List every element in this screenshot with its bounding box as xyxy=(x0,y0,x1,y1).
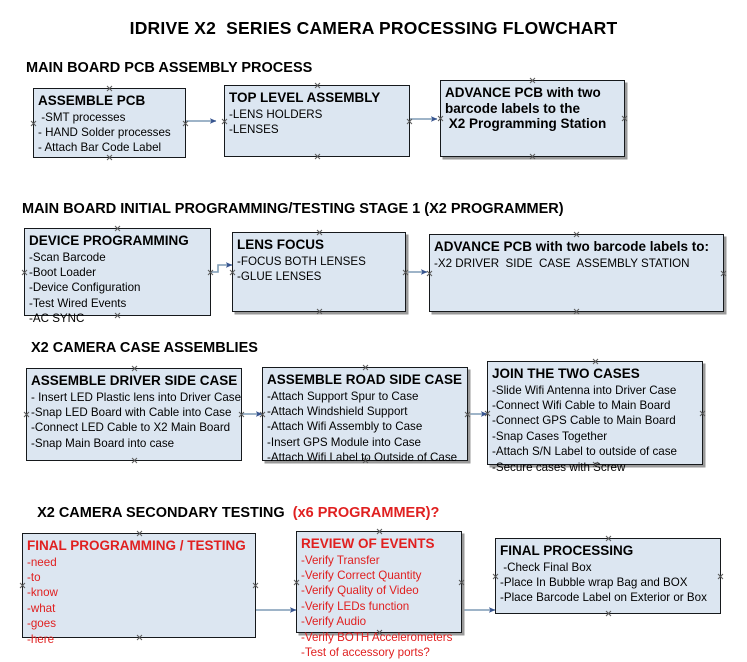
node-line: -Attach Windshield Support xyxy=(267,404,408,418)
section-heading-main-board-pcb-assembly-process: MAIN BOARD PCB ASSEMBLY PROCESS xyxy=(26,60,313,76)
node-title: REVIEW OF EVENTS xyxy=(301,536,435,551)
node-line: -Attach Wifi Label to Outside of Case xyxy=(267,451,458,465)
node-join-the-two-cases[interactable]: JOIN THE TWO CASES -Slide Wifi Antenna i… xyxy=(487,361,703,474)
node-lines: -Verify Transfer -Verify Correct Quantit… xyxy=(301,553,458,661)
node-line: -Connect Wifi Cable to Main Board xyxy=(492,398,671,412)
node-title: TOP LEVEL ASSEMBLY xyxy=(229,90,381,105)
node-line: -Verify Correct Quantity xyxy=(301,568,422,582)
node-line: -Attach Support Spur to Case xyxy=(267,389,419,403)
node-line: -know xyxy=(27,586,58,600)
node-line: -Place In Bubble wrap Bag and BOX xyxy=(500,575,688,589)
node-lines: -FOCUS BOTH LENSES -GLUE LENSES xyxy=(237,254,402,285)
node-title: ADVANCE PCB with two barcode labels to: xyxy=(434,239,710,254)
node-line: -GLUE LENSES xyxy=(237,269,322,283)
node-lines: -Slide Wifi Antenna into Driver Case -Co… xyxy=(492,383,699,475)
node-line: -Verify LEDs function xyxy=(301,599,410,613)
node-lines: -Scan Barcode -Boot Loader -Device Confi… xyxy=(29,250,207,327)
node-line: -Verify Transfer xyxy=(301,553,380,567)
node-line: -SMT processes xyxy=(38,110,126,124)
node-line: -Scan Barcode xyxy=(29,250,106,264)
node-line: -Insert GPS Module into Case xyxy=(267,435,422,449)
section-heading-accent: (x6 PROGRAMMER)? xyxy=(292,505,440,521)
node-lines: -SMT processes - HAND Solder processes -… xyxy=(38,110,182,156)
node-line: -Slide Wifi Antenna into Driver Case xyxy=(492,383,677,397)
node-lines: -LENS HOLDERS -LENSES xyxy=(229,107,406,138)
section-heading-x2-camera-case-assemblies: X2 CAMERA CASE ASSEMBLIES xyxy=(31,340,258,356)
node-line: -Attach S/N Label to outside of case xyxy=(492,445,677,459)
node-advance-pcb-to-programming-station[interactable]: ADVANCE PCB with two barcode labels to t… xyxy=(440,80,625,157)
node-review-of-events[interactable]: REVIEW OF EVENTS -Verify Transfer -Verif… xyxy=(296,531,462,659)
node-title: FINAL PROCESSING xyxy=(500,543,634,558)
section-heading-main-board-initial-programming: MAIN BOARD INITIAL PROGRAMMING/TESTING S… xyxy=(22,201,564,217)
node-line: -Connect LED Cable to X2 Main Board xyxy=(31,421,231,435)
node-line: - Insert LED Plastic lens into Driver Ca… xyxy=(31,390,242,404)
node-final-processing[interactable]: FINAL PROCESSING -Check Final Box -Place… xyxy=(495,538,721,614)
node-line: -Secure cases with Screw xyxy=(492,460,626,474)
node-lines: -Check Final Box -Place In Bubble wrap B… xyxy=(500,560,717,606)
node-line: -need xyxy=(27,555,57,569)
node-line: -Verify Audio xyxy=(301,615,367,629)
node-title: LENS FOCUS xyxy=(237,237,325,252)
node-lines: -Attach Support Spur to Case -Attach Win… xyxy=(267,389,464,466)
node-line: -LENSES xyxy=(229,122,279,136)
node-title: ADVANCE PCB with two barcode labels to t… xyxy=(445,85,607,131)
node-device-programming[interactable]: DEVICE PROGRAMMING -Scan Barcode -Boot L… xyxy=(24,228,211,325)
node-assemble-driver-side-case[interactable]: ASSEMBLE DRIVER SIDE CASE - Insert LED P… xyxy=(26,368,242,461)
node-lines: -need -to -know -what -goes -here xyxy=(27,555,252,647)
node-line: - HAND Solder processes xyxy=(38,125,171,139)
node-line: -Test Wired Events xyxy=(29,296,127,310)
node-line: -what xyxy=(27,601,56,615)
connector-device-programming-to-lens-focus xyxy=(211,262,233,273)
node-title: FINAL PROGRAMMING / TESTING xyxy=(27,538,246,553)
node-line: -Snap LED Board with Cable into Case xyxy=(31,405,232,419)
node-lens-focus[interactable]: LENS FOCUS -FOCUS BOTH LENSES -GLUE LENS… xyxy=(232,232,406,312)
node-line: -Verify BOTH Accelerometers xyxy=(301,630,453,644)
section-heading-text: X2 CAMERA SECONDARY TESTING xyxy=(37,505,293,521)
node-title: DEVICE PROGRAMMING xyxy=(29,233,189,248)
node-title: ASSEMBLE ROAD SIDE CASE xyxy=(267,372,463,387)
node-final-programming-testing[interactable]: FINAL PROGRAMMING / TESTING -need -to -k… xyxy=(22,533,256,646)
node-top-level-assembly[interactable]: TOP LEVEL ASSEMBLY -LENS HOLDERS -LENSES xyxy=(224,85,410,157)
node-lines: -X2 DRIVER SIDE CASE ASSEMBLY STATION xyxy=(434,256,720,271)
node-assemble-pcb[interactable]: ASSEMBLE PCB -SMT processes - HAND Solde… xyxy=(33,88,186,158)
node-assemble-road-side-case[interactable]: ASSEMBLE ROAD SIDE CASE -Attach Support … xyxy=(262,367,468,464)
node-title: JOIN THE TWO CASES xyxy=(492,366,640,381)
node-title: ASSEMBLE DRIVER SIDE CASE xyxy=(31,373,238,388)
page-title: IDRIVE X2 SERIES CAMERA PROCESSING FLOWC… xyxy=(129,18,618,38)
node-line: -Snap Main Board into case xyxy=(31,436,175,450)
node-line: -Check Final Box xyxy=(500,560,592,574)
node-line: -here xyxy=(27,632,55,646)
node-line: -Boot Loader xyxy=(29,265,97,279)
node-line: -AC SYNC xyxy=(29,312,85,326)
node-line: -Connect GPS Cable to Main Board xyxy=(492,414,676,428)
node-line: -Verify Quality of Video xyxy=(301,584,419,598)
node-line: -LENS HOLDERS xyxy=(229,107,323,121)
node-line: -Device Configuration xyxy=(29,281,141,295)
node-line: -goes xyxy=(27,617,57,631)
node-title: ASSEMBLE PCB xyxy=(38,93,146,108)
node-line: -Place Barcode Label on Exterior or Box xyxy=(500,591,707,605)
node-advance-pcb-to-driver-side-case[interactable]: ADVANCE PCB with two barcode labels to: … xyxy=(429,234,724,312)
node-line: - Attach Bar Code Label xyxy=(38,141,162,155)
node-line: -Attach Wifi Assembly to Case xyxy=(267,420,423,434)
node-line: -X2 DRIVER SIDE CASE ASSEMBLY STATION xyxy=(434,256,690,270)
node-lines: - Insert LED Plastic lens into Driver Ca… xyxy=(31,390,242,452)
section-heading-x2-camera-secondary-testing: X2 CAMERA SECONDARY TESTING (x6 PROGRAMM… xyxy=(29,489,439,521)
node-line: -to xyxy=(27,570,41,584)
node-line: -Snap Cases Together xyxy=(492,429,608,443)
node-line: -FOCUS BOTH LENSES xyxy=(237,254,366,268)
node-line-overflow: -Test of accessory ports? xyxy=(301,645,430,659)
